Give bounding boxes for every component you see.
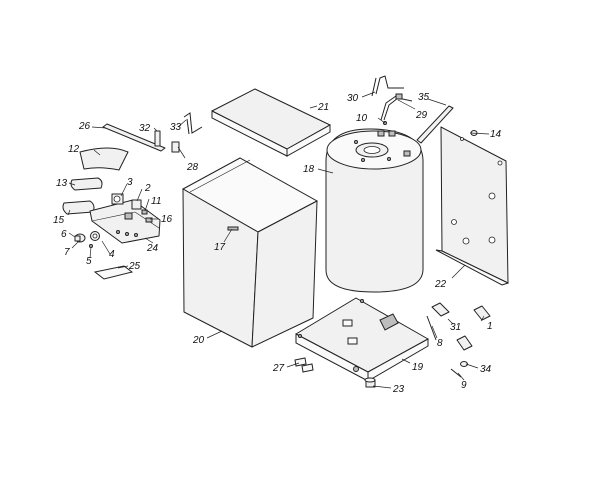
label-17: 17 <box>214 242 226 253</box>
part-23-foot <box>364 377 376 388</box>
label-21: 21 <box>317 102 329 113</box>
label-33: 33 <box>170 122 182 133</box>
part-16-component <box>145 217 153 223</box>
part-1-fitting <box>473 305 491 321</box>
part-2-switch <box>131 199 142 210</box>
label-34: 34 <box>480 364 492 375</box>
label-7: 7 <box>64 247 70 258</box>
label-9: 9 <box>461 380 467 391</box>
part-13-housing <box>70 177 103 191</box>
part-26-strip <box>102 123 166 152</box>
label-30: 30 <box>347 93 359 104</box>
leader-lines <box>67 91 490 389</box>
label-26: 26 <box>78 121 91 132</box>
part-9-pin <box>450 368 462 378</box>
label-3: 3 <box>127 177 133 188</box>
label-25: 25 <box>128 261 141 272</box>
label-23: 23 <box>392 384 405 395</box>
label-20: 20 <box>192 335 205 346</box>
part-28-plate <box>171 141 180 153</box>
label-27: 27 <box>272 363 285 374</box>
label-6: 6 <box>61 229 67 240</box>
part-32-strip <box>154 130 161 147</box>
part-21-top-cover <box>211 88 331 157</box>
part-22-back-panel <box>435 126 510 286</box>
label-13: 13 <box>56 178 68 189</box>
label-2: 2 <box>144 183 151 194</box>
part-12-panel <box>79 147 129 171</box>
part-25-plate <box>93 265 134 280</box>
part-6-knob <box>74 233 86 243</box>
part-labels: 1 2 3 4 5 6 7 8 9 10 11 12 13 14 15 16 1… <box>53 92 502 395</box>
label-4: 4 <box>109 249 115 260</box>
part-4-ring <box>90 231 100 241</box>
label-15: 15 <box>53 215 65 226</box>
part-15-housing <box>62 200 95 215</box>
label-32: 32 <box>139 123 151 134</box>
part-33-element <box>183 112 203 135</box>
part-29-pipe <box>380 93 413 121</box>
label-31: 31 <box>450 322 461 333</box>
label-29: 29 <box>415 110 428 121</box>
label-5: 5 <box>86 256 92 267</box>
part-30-pipe <box>371 75 404 97</box>
part-3-thermostat <box>111 193 124 205</box>
label-16: 16 <box>161 214 173 225</box>
label-11: 11 <box>151 196 161 207</box>
label-35: 35 <box>418 92 430 103</box>
label-8: 8 <box>437 338 443 349</box>
label-19: 19 <box>412 362 424 373</box>
part-18-tank <box>325 128 424 293</box>
part-19-base-plate <box>295 297 429 382</box>
part-34-nut <box>460 361 468 367</box>
part-8-pin <box>426 315 437 341</box>
part-27-plates <box>294 357 314 373</box>
label-18: 18 <box>303 164 315 175</box>
part-35-rod <box>416 105 454 144</box>
label-12: 12 <box>68 144 80 155</box>
label-14: 14 <box>490 129 502 140</box>
label-24: 24 <box>146 243 159 254</box>
label-1: 1 <box>487 321 493 332</box>
part-31-fitting <box>431 302 473 351</box>
part-20-casing <box>181 157 319 348</box>
part-11-component <box>141 209 148 215</box>
label-28: 28 <box>186 162 199 173</box>
label-10: 10 <box>356 113 368 124</box>
part-17-badge <box>227 226 239 231</box>
label-22: 22 <box>434 279 447 290</box>
